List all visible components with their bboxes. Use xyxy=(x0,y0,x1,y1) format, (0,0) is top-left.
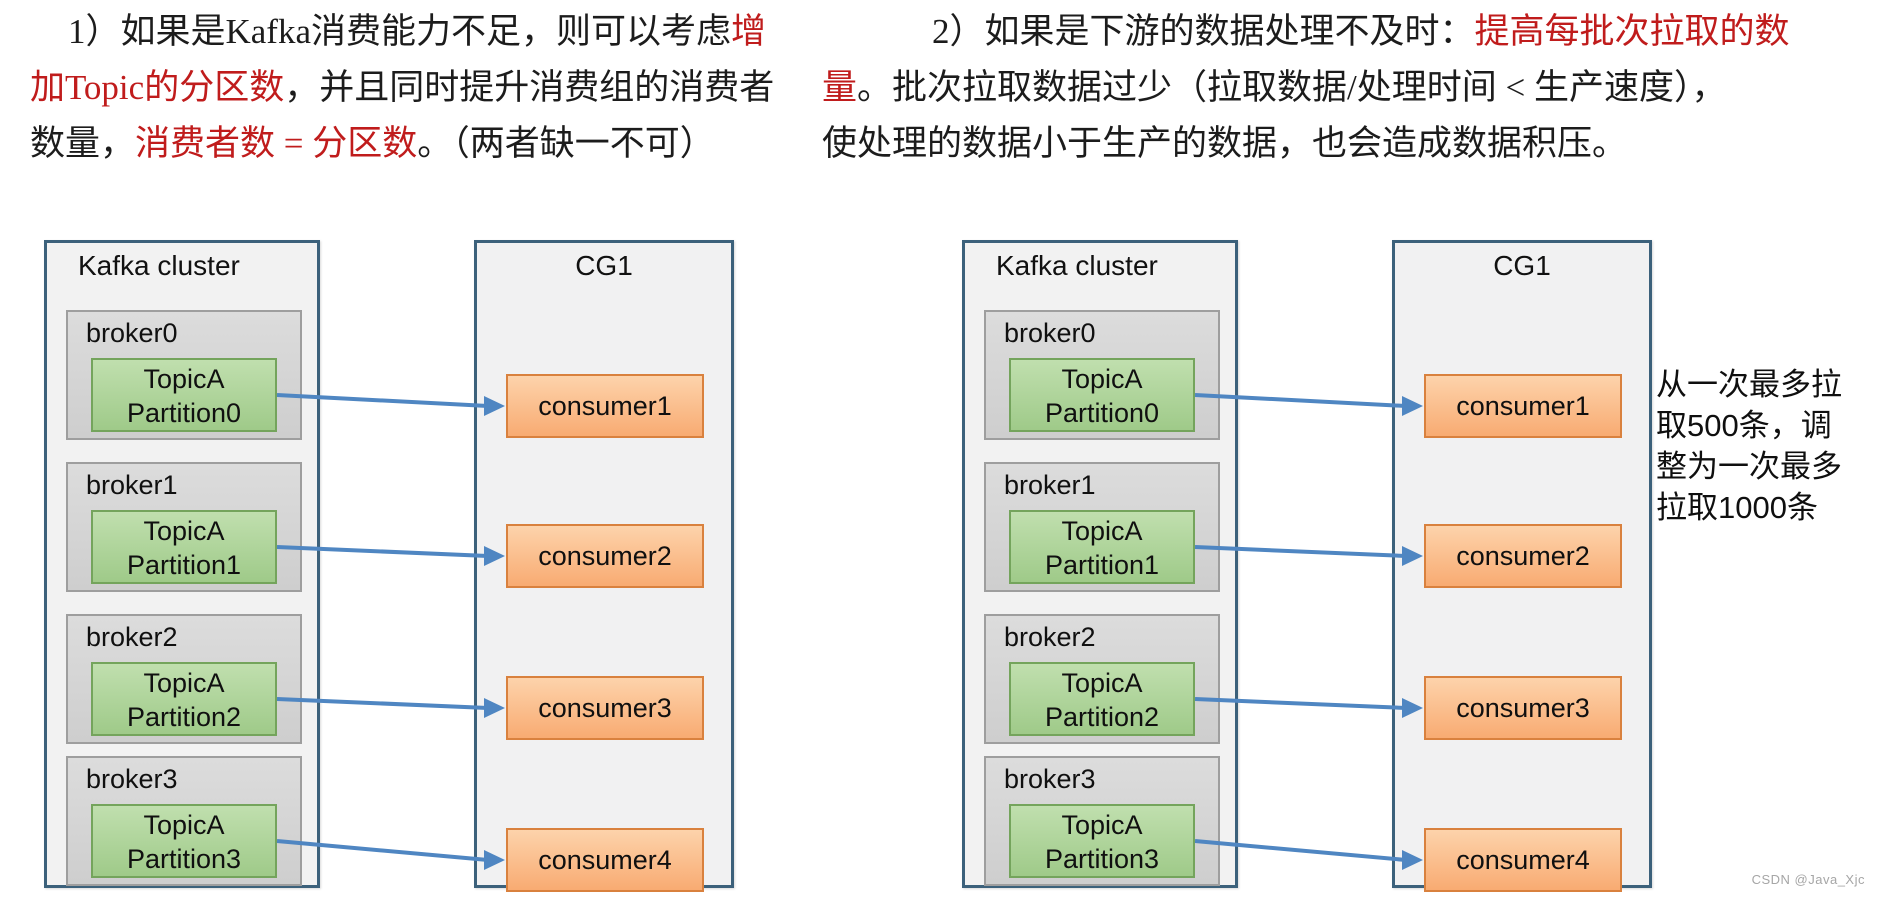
consumer-box: consumer1 xyxy=(506,374,704,438)
paragraph-line: 2）如果是下游的数据处理不及时：提高每批次拉取的数 xyxy=(822,4,1790,60)
broker-box: broker3 TopicA Partition3 xyxy=(66,756,302,886)
partition-topic: TopicA xyxy=(1061,810,1143,840)
consumer-box: consumer3 xyxy=(506,676,704,740)
paragraph-line: 1）如果是Kafka消费能力不足，则可以考虑增 xyxy=(30,4,774,60)
annotation-fetch-size: 从一次最多拉 取500条，调 整为一次最多 拉取1000条 xyxy=(1656,364,1878,528)
consumer-group-title: CG1 xyxy=(575,250,633,281)
annotation-line: 从一次最多拉 xyxy=(1656,367,1842,402)
partition-box: TopicA Partition1 xyxy=(1009,510,1195,584)
broker-box: broker2 TopicA Partition2 xyxy=(66,614,302,744)
partition-box: TopicA Partition2 xyxy=(1009,662,1195,736)
highlighted-text: 量 xyxy=(822,68,858,107)
broker-box: broker0 TopicA Partition0 xyxy=(984,310,1220,440)
body-text: 数量， xyxy=(30,124,136,163)
partition-topic: TopicA xyxy=(143,810,225,840)
paragraph-line: 量。批次拉取数据过少（拉取数据/处理时间 < 生产速度）， xyxy=(822,60,1790,116)
body-text: ，并且同时提升消费组的消费者 xyxy=(284,68,775,107)
annotation-line: 拉取1000条 xyxy=(1656,490,1818,525)
partition-topic: TopicA xyxy=(143,668,225,698)
broker-box: broker3 TopicA Partition3 xyxy=(984,756,1220,886)
body-text: 。批次拉取数据过少（拉取数据/处理时间 < 生产速度）， xyxy=(857,68,1727,107)
broker-label: broker2 xyxy=(1004,622,1096,652)
consumer-box: consumer2 xyxy=(506,524,704,588)
body-text: 使处理的数据小于生产的数据，也会造成数据积压。 xyxy=(822,124,1628,163)
partition-name: Partition2 xyxy=(126,702,242,732)
partition-topic: TopicA xyxy=(143,516,225,546)
watermark: CSDN @Java_Xjc xyxy=(1751,872,1865,887)
partition-name: Partition2 xyxy=(1044,702,1160,732)
broker-label: broker0 xyxy=(86,318,178,348)
partition-name: Partition1 xyxy=(1044,550,1160,580)
broker-label: broker3 xyxy=(1004,764,1096,794)
partition-box: TopicA Partition3 xyxy=(1009,804,1195,878)
highlighted-text: 增 xyxy=(731,12,767,51)
highlighted-text: 提高每批次拉取的数 xyxy=(1474,12,1790,51)
broker-label: broker1 xyxy=(1004,470,1096,500)
consumer-box: consumer4 xyxy=(1424,828,1622,892)
partition-name: Partition0 xyxy=(1044,398,1160,428)
body-text: 。（两者缺一不可） xyxy=(417,124,715,163)
partition-box: TopicA Partition2 xyxy=(91,662,277,736)
highlighted-text: 加Topic的分区数 xyxy=(30,68,285,107)
broker-label: broker2 xyxy=(86,622,178,652)
body-text: 2）如果是下游的数据处理不及时： xyxy=(932,12,1475,51)
paragraph-line: 加Topic的分区数，并且同时提升消费组的消费者 xyxy=(30,60,774,116)
partition-box: TopicA Partition0 xyxy=(91,358,277,432)
diagram-left: Kafka cluster broker0 TopicA Partition0 … xyxy=(44,240,744,892)
consumer-box: consumer4 xyxy=(506,828,704,892)
broker-box: broker0 TopicA Partition0 xyxy=(66,310,302,440)
broker-box: broker2 TopicA Partition2 xyxy=(984,614,1220,744)
partition-box: TopicA Partition0 xyxy=(1009,358,1195,432)
consumer-box: consumer3 xyxy=(1424,676,1622,740)
partition-box: TopicA Partition1 xyxy=(91,510,277,584)
paragraph-line: 数量，消费者数 = 分区数。（两者缺一不可） xyxy=(30,116,774,172)
kafka-cluster-title: Kafka cluster xyxy=(78,250,240,281)
broker-box: broker1 TopicA Partition1 xyxy=(984,462,1220,592)
annotation-line: 取500条，调 xyxy=(1656,408,1832,443)
broker-box: broker1 TopicA Partition1 xyxy=(66,462,302,592)
paragraph-line: 使处理的数据小于生产的数据，也会造成数据积压。 xyxy=(822,116,1790,172)
broker-label: broker1 xyxy=(86,470,178,500)
partition-topic: TopicA xyxy=(143,364,225,394)
partition-name: Partition3 xyxy=(126,844,242,874)
consumer-box: consumer2 xyxy=(1424,524,1622,588)
partition-name: Partition3 xyxy=(1044,844,1160,874)
broker-label: broker0 xyxy=(1004,318,1096,348)
consumer-box: consumer1 xyxy=(1424,374,1622,438)
annotation-line: 整为一次最多 xyxy=(1656,449,1842,484)
partition-box: TopicA Partition3 xyxy=(91,804,277,878)
kafka-cluster-title: Kafka cluster xyxy=(996,250,1158,281)
highlighted-text: 消费者数 = 分区数 xyxy=(135,124,418,163)
partition-name: Partition0 xyxy=(126,398,242,428)
paragraph-downstream-processing: 2）如果是下游的数据处理不及时：提高每批次拉取的数 量。批次拉取数据过少（拉取数… xyxy=(822,4,1790,172)
partition-topic: TopicA xyxy=(1061,668,1143,698)
broker-label: broker3 xyxy=(86,764,178,794)
paragraph-kafka-capacity: 1）如果是Kafka消费能力不足，则可以考虑增 加Topic的分区数，并且同时提… xyxy=(30,4,774,172)
consumer-group-title: CG1 xyxy=(1493,250,1551,281)
partition-topic: TopicA xyxy=(1061,516,1143,546)
partition-name: Partition1 xyxy=(126,550,242,580)
body-text: 1）如果是Kafka消费能力不足，则可以考虑 xyxy=(68,12,732,51)
diagram-right: Kafka cluster broker0 TopicA Partition0 … xyxy=(962,240,1662,892)
partition-topic: TopicA xyxy=(1061,364,1143,394)
